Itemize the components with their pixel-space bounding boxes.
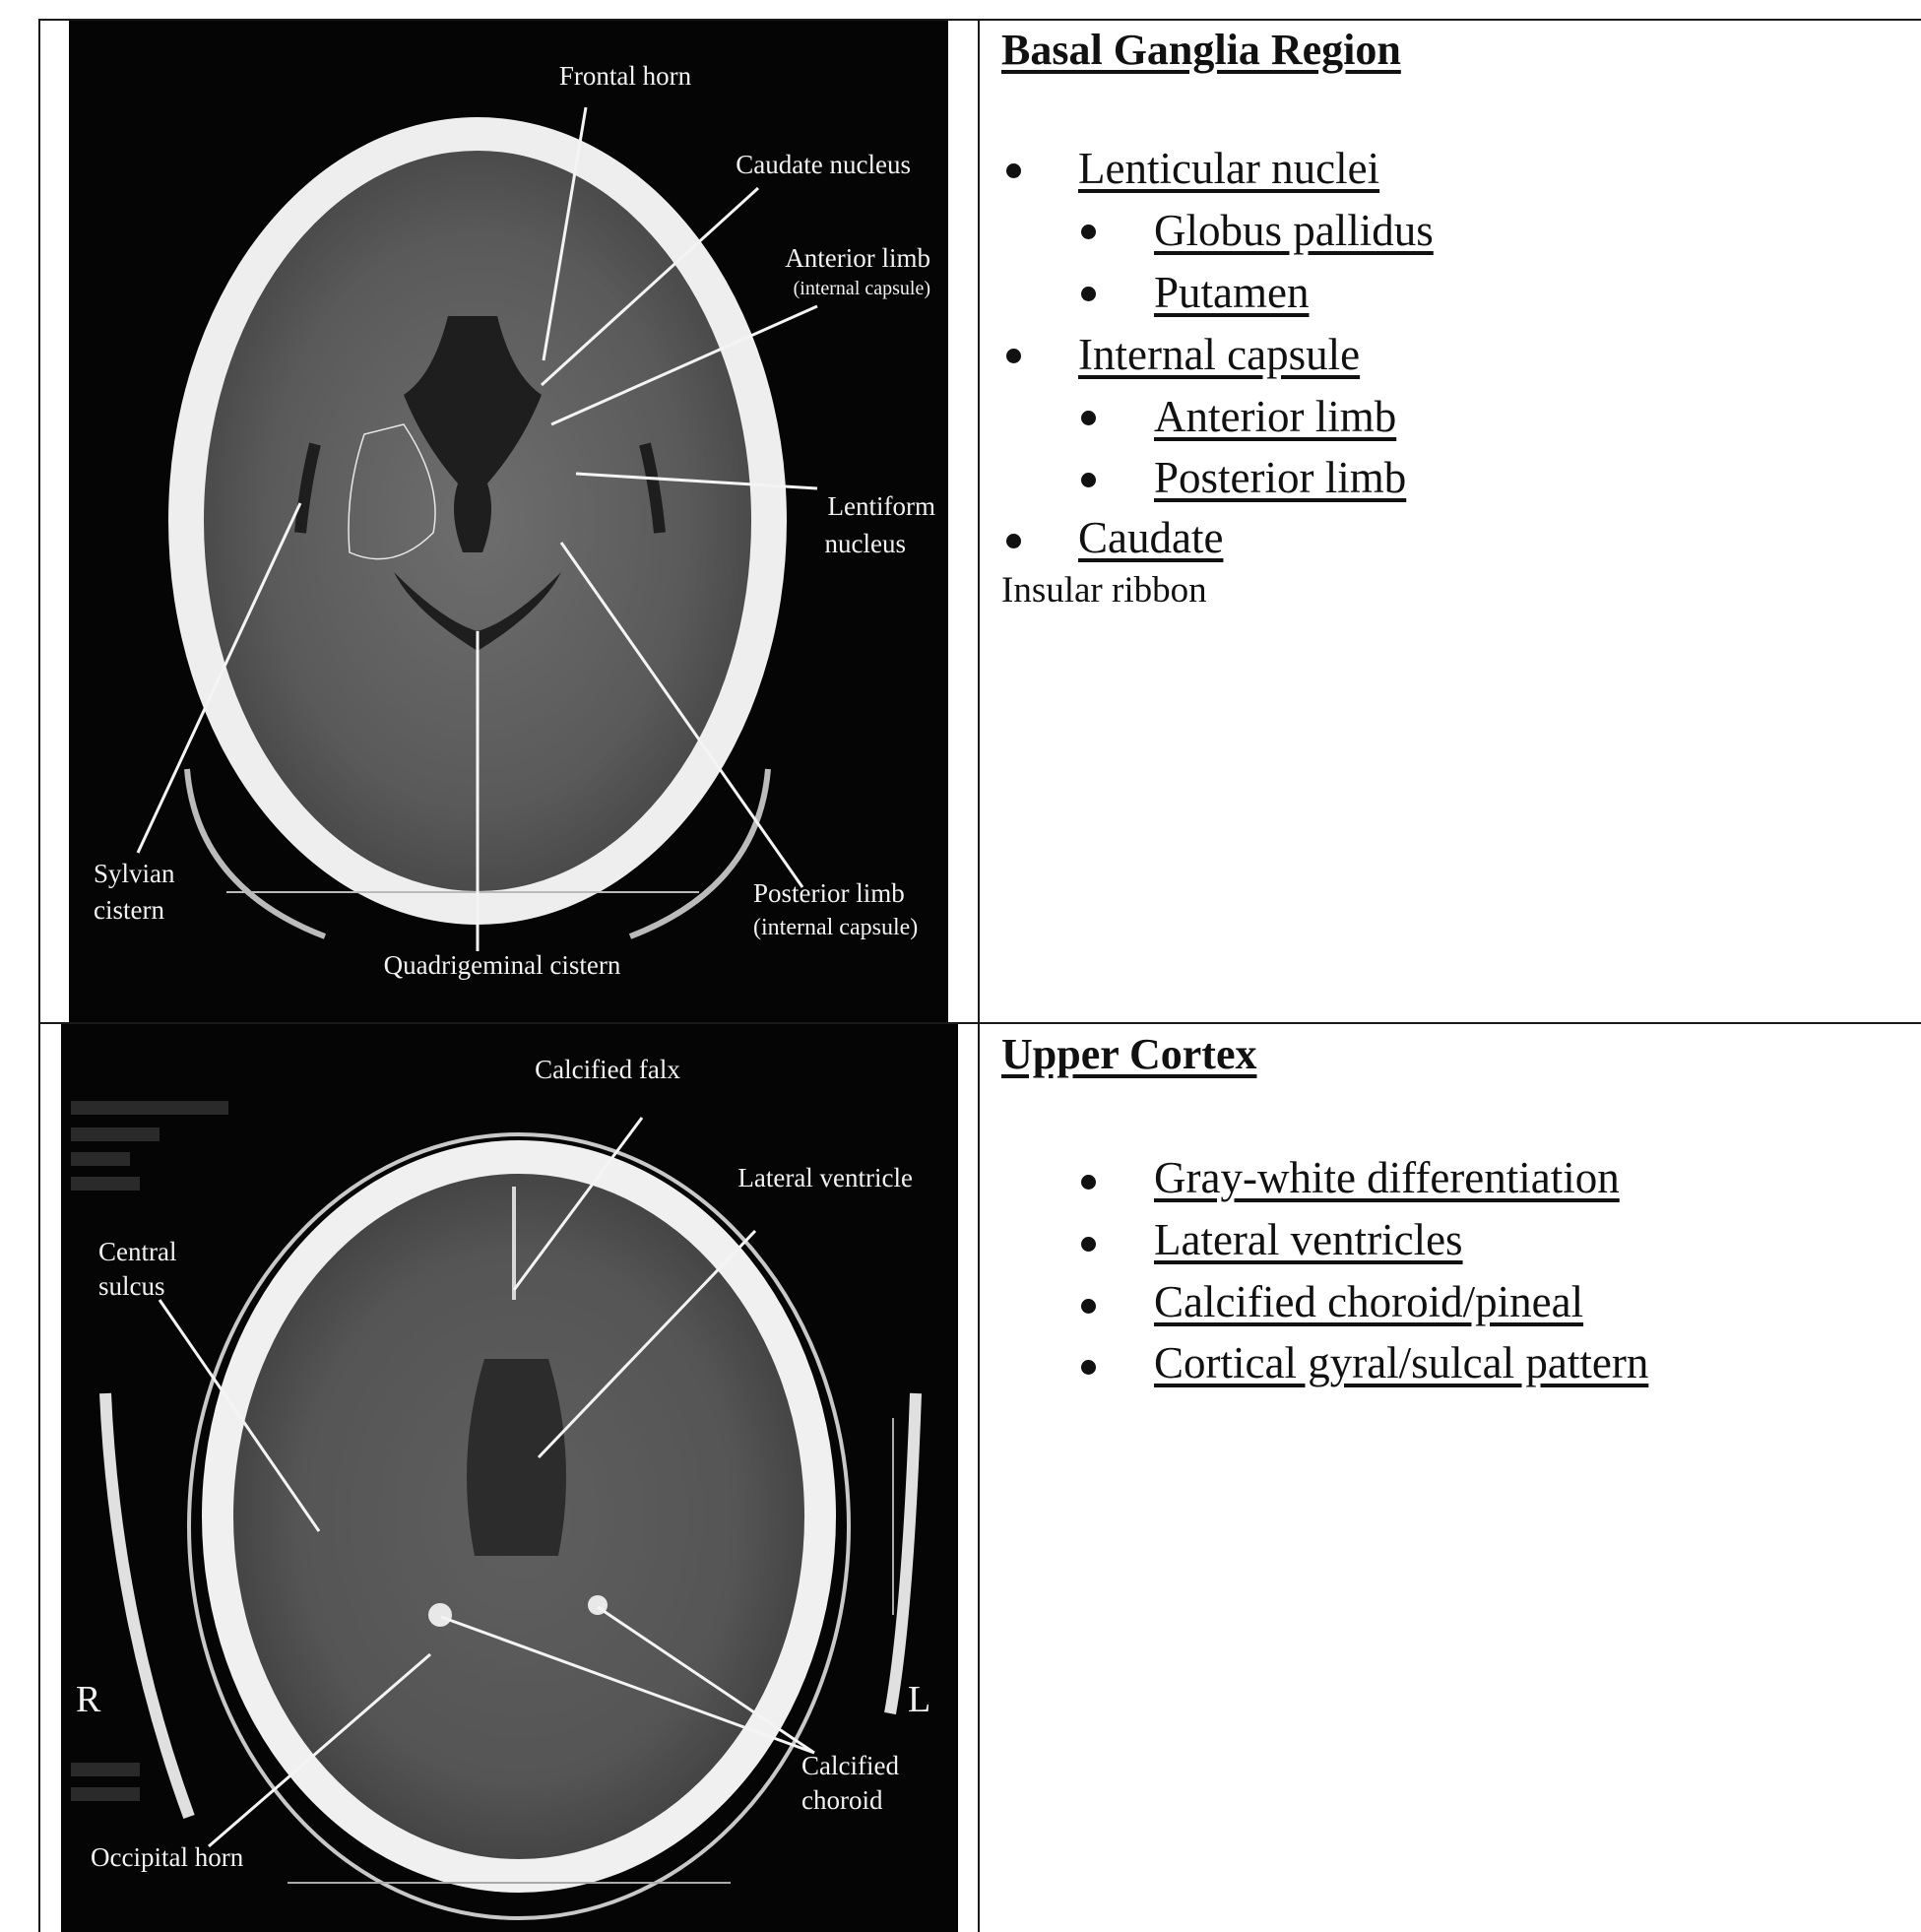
leader-calcified-choroid-right bbox=[440, 1615, 815, 1755]
table-column-divider bbox=[978, 19, 980, 1932]
label-central-line1: Central bbox=[98, 1237, 176, 1266]
label-caudate-nucleus: Caudate nucleus bbox=[736, 150, 911, 179]
scanner-overlay-block bbox=[71, 1177, 140, 1191]
section-title-upper-cortex: Upper Cortex bbox=[1001, 1030, 1257, 1078]
leader-lines bbox=[158, 1117, 815, 1848]
scanner-overlay-block bbox=[71, 1101, 228, 1115]
leader-sylvian bbox=[136, 502, 302, 854]
label-side-left: L bbox=[908, 1679, 930, 1720]
label-frontal-horn: Frontal horn bbox=[559, 61, 692, 91]
label-sylvian-line2: cistern bbox=[94, 895, 164, 925]
label-anterior-limb-sub: (internal capsule) bbox=[794, 278, 930, 299]
leader-calcified-choroid-left bbox=[597, 1605, 815, 1755]
bullet-dot bbox=[1081, 411, 1096, 425]
label-quadrigeminal-cistern: Quadrigeminal cistern bbox=[384, 950, 621, 980]
sylvian-fissure-right bbox=[294, 442, 321, 534]
label-side-right: R bbox=[76, 1679, 101, 1720]
label-posterior-limb: Posterior limb bbox=[753, 878, 905, 908]
ct-scan-upper-cortex: Calcified falx Lateral ventricle Central… bbox=[61, 1024, 958, 1932]
sylvian-fissure-left bbox=[639, 442, 666, 534]
headrest-strip-right bbox=[99, 1392, 195, 1820]
frontal-horns bbox=[404, 316, 542, 552]
list-item-internal-capsule: Internal capsule bbox=[1078, 330, 1361, 379]
leader-posterior-limb bbox=[559, 542, 804, 888]
bullet-dot bbox=[1081, 287, 1096, 301]
ct-scan-upper-cortex-drawing: Calcified falx Lateral ventricle Central… bbox=[71, 1055, 930, 1920]
list-item-calcified-choroid-pineal: Calcified choroid/pineal bbox=[1154, 1277, 1584, 1326]
scalp-edge bbox=[628, 768, 771, 939]
scanner-overlay-block bbox=[71, 1127, 160, 1141]
list-item-lateral-ventricles: Lateral ventricles bbox=[1154, 1215, 1463, 1264]
basal-ganglia-text-cell: Basal Ganglia Region Lenticular nuclei G… bbox=[980, 21, 1921, 1022]
leader-lentiform bbox=[575, 472, 818, 490]
headrest-strip-left bbox=[884, 1392, 922, 1715]
bullet-dot bbox=[1006, 534, 1021, 548]
bullet-dot bbox=[1081, 1360, 1096, 1375]
label-lentiform-line2: nucleus bbox=[825, 529, 906, 558]
label-lentiform-line1: Lentiform bbox=[828, 491, 935, 521]
scalp-edge bbox=[184, 768, 327, 939]
bullet-dot bbox=[1081, 1299, 1096, 1314]
bullet-dot bbox=[1081, 473, 1096, 487]
scanner-overlay-text bbox=[71, 1101, 228, 1801]
scalp-edge bbox=[187, 1132, 851, 1920]
bullet-dot bbox=[1081, 1237, 1096, 1252]
list-item-cortical-gyral-sulcal-pattern: Cortical gyral/sulcal pattern bbox=[1154, 1338, 1649, 1387]
label-central-line2: sulcus bbox=[98, 1271, 165, 1301]
leader-frontal-horn bbox=[542, 106, 588, 361]
list-item-gray-white-differentiation: Gray-white differentiation bbox=[1154, 1153, 1620, 1202]
leader-central-sulcus bbox=[158, 1299, 321, 1532]
label-lateral-ventricle: Lateral ventricle bbox=[737, 1163, 913, 1192]
label-sylvian-line1: Sylvian bbox=[94, 859, 175, 888]
bullet-dot bbox=[1006, 163, 1021, 178]
label-anterior-limb: Anterior limb bbox=[785, 243, 930, 273]
ct-scan-basal-ganglia-drawing: Frontal horn Caudate nucleus Anterior li… bbox=[94, 61, 935, 980]
upper-cortex-text-cell: Upper Cortex Gray-white differentiation … bbox=[980, 1024, 1921, 1932]
scanner-overlay-block bbox=[71, 1763, 140, 1776]
note-insular-ribbon: Insular ribbon bbox=[1001, 570, 1207, 611]
label-calcified-falx: Calcified falx bbox=[535, 1055, 680, 1084]
leader-anterior-limb bbox=[550, 304, 818, 426]
list-item-lenticular-nuclei: Lenticular nuclei bbox=[1078, 144, 1380, 193]
bullet-dot bbox=[1081, 1175, 1096, 1190]
leader-caudate bbox=[540, 186, 760, 387]
leader-lines bbox=[136, 106, 818, 951]
scanner-overlay-block bbox=[71, 1787, 140, 1801]
leader-calcified-falx bbox=[512, 1117, 644, 1291]
leader-occipital-horn bbox=[208, 1652, 431, 1848]
bullet-dot bbox=[1081, 225, 1096, 239]
bullet-dot bbox=[1006, 349, 1021, 363]
section-title-basal-ganglia: Basal Ganglia Region bbox=[1001, 26, 1401, 74]
label-occipital-horn: Occipital horn bbox=[91, 1842, 244, 1872]
table-row-divider bbox=[39, 1022, 1921, 1024]
ct-scan-basal-ganglia: Frontal horn Caudate nucleus Anterior li… bbox=[69, 21, 948, 1022]
lateral-ventricles bbox=[467, 1359, 566, 1556]
list-item-anterior-limb: Anterior limb bbox=[1154, 392, 1397, 441]
list-item-globus-pallidus: Globus pallidus bbox=[1154, 206, 1434, 255]
label-posterior-limb-sub: (internal capsule) bbox=[753, 915, 918, 940]
list-item-putamen: Putamen bbox=[1154, 268, 1310, 317]
label-calcified-choroid-line1: Calcified bbox=[801, 1751, 899, 1780]
calcified-choroid-right bbox=[428, 1603, 452, 1627]
table-left-border bbox=[38, 19, 40, 1932]
table-top-border bbox=[39, 19, 1921, 21]
leader-lateral-ventricle bbox=[537, 1229, 757, 1459]
lentiform-outline bbox=[348, 423, 436, 560]
list-item-caudate: Caudate bbox=[1078, 513, 1224, 562]
label-calcified-choroid-line2: choroid bbox=[801, 1785, 883, 1815]
scanner-overlay-block bbox=[71, 1152, 130, 1166]
list-item-posterior-limb: Posterior limb bbox=[1154, 453, 1407, 502]
